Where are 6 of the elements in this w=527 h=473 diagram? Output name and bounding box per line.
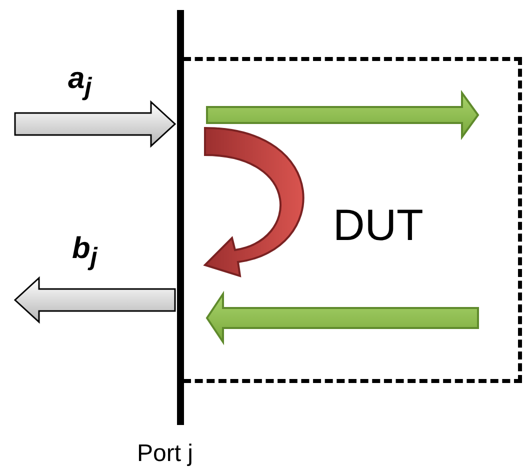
device-label: DUT (333, 201, 424, 251)
arrow (14, 276, 176, 324)
port-label: Port j (137, 440, 194, 468)
edge-label: a$_{j}$ (68, 62, 92, 102)
edge-label: b$_{j}$ (72, 232, 98, 272)
arrow (14, 100, 176, 148)
